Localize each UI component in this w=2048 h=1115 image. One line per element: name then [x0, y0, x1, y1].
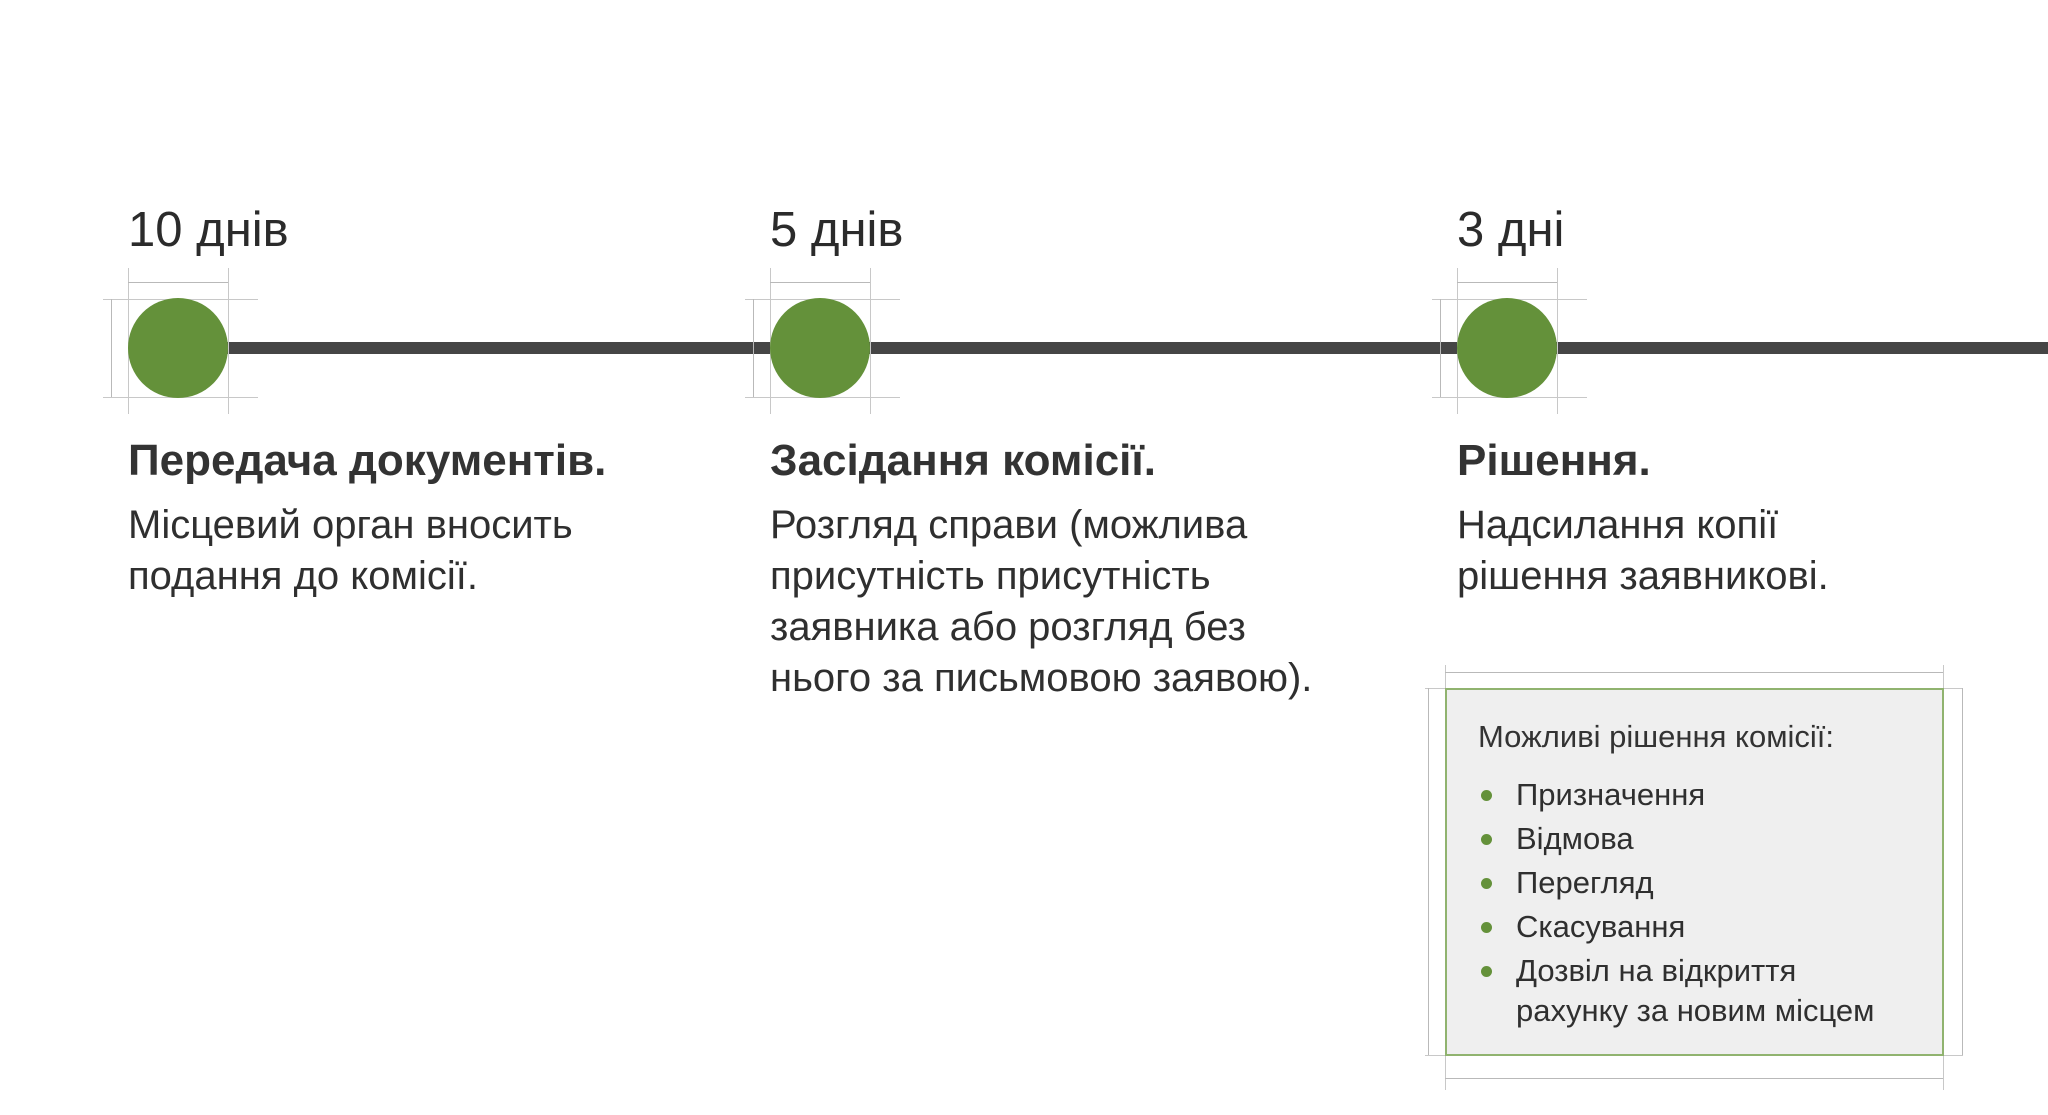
decisions-box: Можливі рішення комісії: Призначення Від… [1445, 688, 1944, 1056]
decision-item-label: Дозвіл на відкриття рахунку за новим міс… [1516, 953, 1875, 1029]
step-description: Надсилання копії рішення заявникові. [1457, 503, 1829, 598]
dimension-arrow [770, 282, 870, 283]
decision-item-label: Призначення [1516, 777, 1706, 813]
timeline-line [178, 342, 2048, 354]
decision-item-label: Перегляд [1516, 865, 1654, 901]
bullet-dot-icon [1481, 834, 1492, 846]
step-description: Місцевий орган вносить подання до комісі… [128, 503, 573, 598]
decision-item: Скасування [1478, 907, 1912, 947]
step-title: Передача документів. [128, 436, 607, 485]
guide-line [870, 268, 871, 414]
dimension-arrow [128, 282, 228, 283]
bullet-dot-icon [1481, 790, 1492, 802]
step-duration: 5 днів [770, 203, 904, 257]
timeline-node [128, 298, 228, 398]
dimension-arrow [111, 299, 112, 397]
dimension-arrow [753, 299, 754, 397]
step-title: Рішення. [1457, 436, 1651, 485]
decision-item-label: Скасування [1516, 909, 1686, 945]
decisions-title: Можливі рішення комісії: [1478, 719, 1835, 754]
decisions-list: Призначення Відмова Перегляд Скасування … [1478, 775, 1912, 1031]
decision-item: Відмова [1478, 819, 1912, 859]
dimension-arrow [1428, 688, 1429, 1055]
dimension-arrow [1440, 299, 1441, 397]
dimension-arrow [1962, 688, 1963, 1055]
bullet-dot-icon [1481, 922, 1492, 934]
dimension-arrow [1457, 282, 1557, 283]
bullet-dot-icon [1481, 966, 1492, 978]
guide-line [1557, 268, 1558, 414]
step-duration: 3 дні [1457, 203, 1565, 257]
timeline-node [770, 298, 870, 398]
dimension-arrow [1445, 1078, 1943, 1079]
dimension-arrow [1445, 672, 1943, 673]
decision-item: Дозвіл на відкриття рахунку за новим міс… [1478, 951, 1912, 1031]
step-description: Розгляд справи (можлива присутність прис… [770, 503, 1313, 700]
guide-line [228, 268, 229, 414]
timeline-node [1457, 298, 1557, 398]
step-title: Засідання комісії. [770, 436, 1156, 485]
decision-item: Перегляд [1478, 863, 1912, 903]
bullet-dot-icon [1481, 878, 1492, 890]
step-duration: 10 днів [128, 203, 289, 257]
decision-item: Призначення [1478, 775, 1912, 815]
decision-item-label: Відмова [1516, 821, 1634, 857]
